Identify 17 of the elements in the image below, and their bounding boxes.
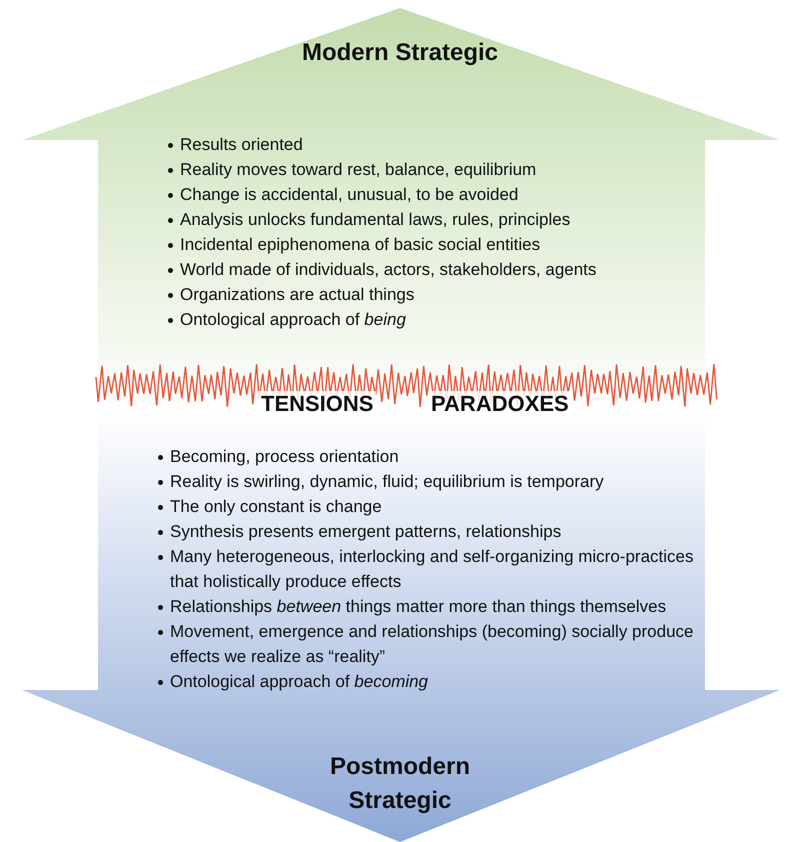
- bullet-item: Organizations are actual things: [168, 282, 708, 307]
- bullet-item: Analysis unlocks fundamental laws, rules, principles: [168, 207, 708, 232]
- bullet-item: The only constant is change: [158, 494, 718, 519]
- bullet-item: Movement, emergence and relationships (becoming) socially produce effects we realize as “reality”: [158, 619, 718, 669]
- bullet-item: Relationships between things matter more than things themselves: [158, 594, 718, 619]
- arrow-title: Postmodern Strategic: [328, 752, 471, 816]
- bullet-item: Becoming, process orientation: [158, 444, 718, 469]
- bullet-item: Ontological approach of being: [168, 307, 708, 332]
- arrow-title: Modern Strategic: [300, 38, 500, 68]
- bullet-item: Ontological approach of becoming: [158, 669, 718, 694]
- bullet-item: Incidental epiphenomena of basic social entities: [168, 232, 708, 257]
- bullet-item: Synthesis presents emergent patterns, relationships: [158, 519, 718, 544]
- bullet-item: Reality is swirling, dynamic, fluid; equilibrium is temporary: [158, 469, 718, 494]
- bullet-item: World made of individuals, actors, stakeholders, agents: [168, 257, 708, 282]
- bullet-item: Results oriented: [168, 132, 708, 157]
- bullet-item: Change is accidental, unusual, to be avoided: [168, 182, 708, 207]
- bullet-item: Reality moves toward rest, balance, equilibrium: [168, 157, 708, 182]
